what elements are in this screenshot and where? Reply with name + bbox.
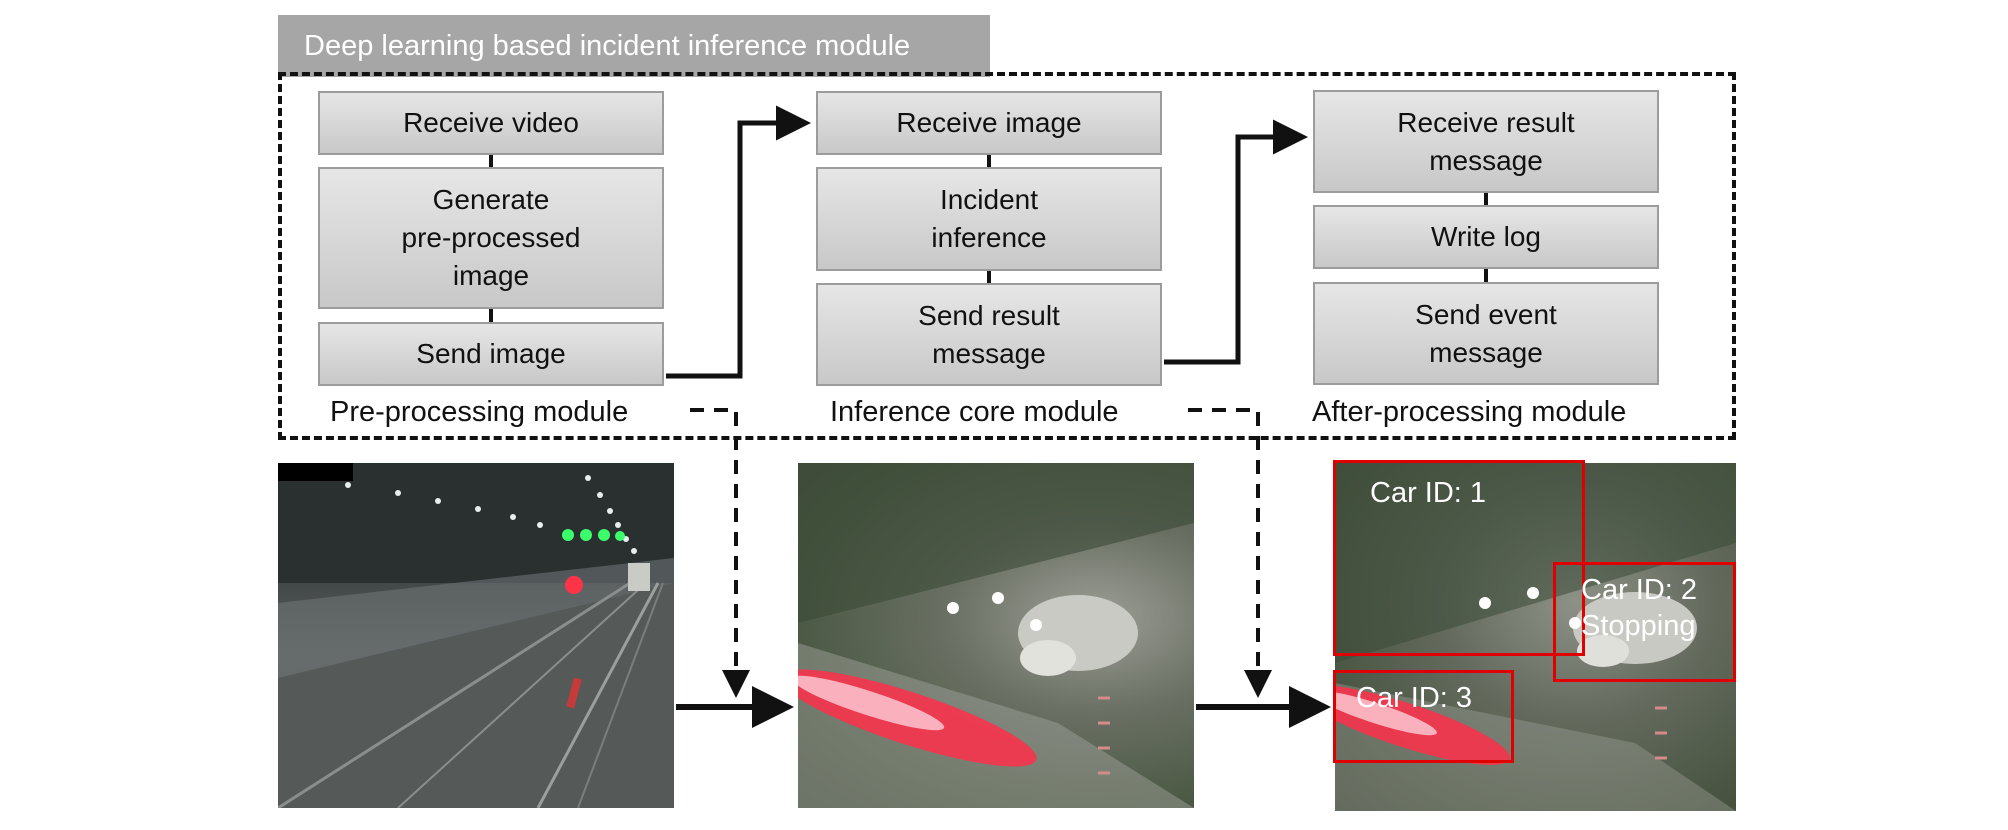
step-write-log: Write log xyxy=(1313,205,1659,269)
step-connector xyxy=(489,309,493,323)
step-line: Send result xyxy=(918,299,1060,331)
step-line: image xyxy=(452,260,530,291)
step-connector xyxy=(987,155,991,169)
label-pre-processing-module: Pre-processing module xyxy=(330,396,629,428)
step-connector xyxy=(1484,269,1488,283)
step-line: Send event xyxy=(1415,298,1557,330)
label-inference-core-module: Inference core module xyxy=(830,396,1119,428)
dashed-arrow-pre-processing xyxy=(690,408,750,698)
arrow-send-image-to-receive-image xyxy=(666,105,811,379)
result-scene-graphic xyxy=(1335,463,1736,811)
tunnel-scene-graphic xyxy=(278,463,674,808)
step-send-result-message: Send result message xyxy=(816,283,1162,386)
step-line: inference xyxy=(931,222,1047,253)
step-receive-video: Receive video xyxy=(318,91,664,155)
bbox-label-car-3: Car ID: 3 xyxy=(1356,680,1472,716)
step-receive-image: Receive image xyxy=(816,91,1162,155)
step-incident-inference: Incident inference xyxy=(816,167,1162,271)
step-receive-result-message: Receive result message xyxy=(1313,90,1659,193)
bbox-car-3 xyxy=(1333,670,1514,763)
inference-result-image xyxy=(1335,463,1736,811)
step-line: Receive image xyxy=(896,107,1082,138)
step-connector xyxy=(489,155,493,169)
step-connector xyxy=(987,271,991,285)
arrow-send-result-to-receive-result xyxy=(1164,119,1308,365)
pre-processed-image xyxy=(798,463,1194,808)
bbox-label-car-2: Car ID: 2 Stopping xyxy=(1581,572,1697,644)
step-send-event-message: Send event message xyxy=(1313,282,1659,385)
step-line: Generate xyxy=(432,184,550,215)
bbox-label-line: Stopping xyxy=(1581,610,1696,642)
step-generate-preprocessed-image: Generate pre-processed image xyxy=(318,167,664,309)
step-line: Write log xyxy=(1431,221,1541,252)
step-line: Send image xyxy=(416,338,566,369)
step-send-image: Send image xyxy=(318,322,664,386)
bbox-label-line: Car ID: 1 xyxy=(1370,477,1487,509)
diagram-title: Deep learning based incident inference m… xyxy=(278,15,990,77)
tunnel-camera-image xyxy=(278,463,674,808)
step-line: message xyxy=(1429,144,1543,176)
step-line: pre-processed xyxy=(401,222,581,253)
step-line: Incident xyxy=(939,184,1039,215)
step-line: message xyxy=(932,337,1046,369)
step-line: Receive result xyxy=(1397,106,1575,138)
pre-processed-scene-graphic xyxy=(798,463,1194,808)
bbox-label-line: Car ID: 3 xyxy=(1356,682,1473,714)
bbox-car-2 xyxy=(1553,562,1736,682)
bbox-label-car-1: Car ID: 1 xyxy=(1370,475,1486,511)
bbox-car-1 xyxy=(1333,460,1585,656)
step-connector xyxy=(1484,193,1488,207)
bbox-label-line: Car ID: 2 xyxy=(1581,574,1698,606)
label-after-processing-module: After-processing module xyxy=(1312,396,1627,428)
step-line: message xyxy=(1429,336,1543,368)
dashed-arrow-inference-core xyxy=(1188,408,1272,698)
module-frame xyxy=(278,72,1736,440)
step-line: Receive video xyxy=(403,107,579,138)
